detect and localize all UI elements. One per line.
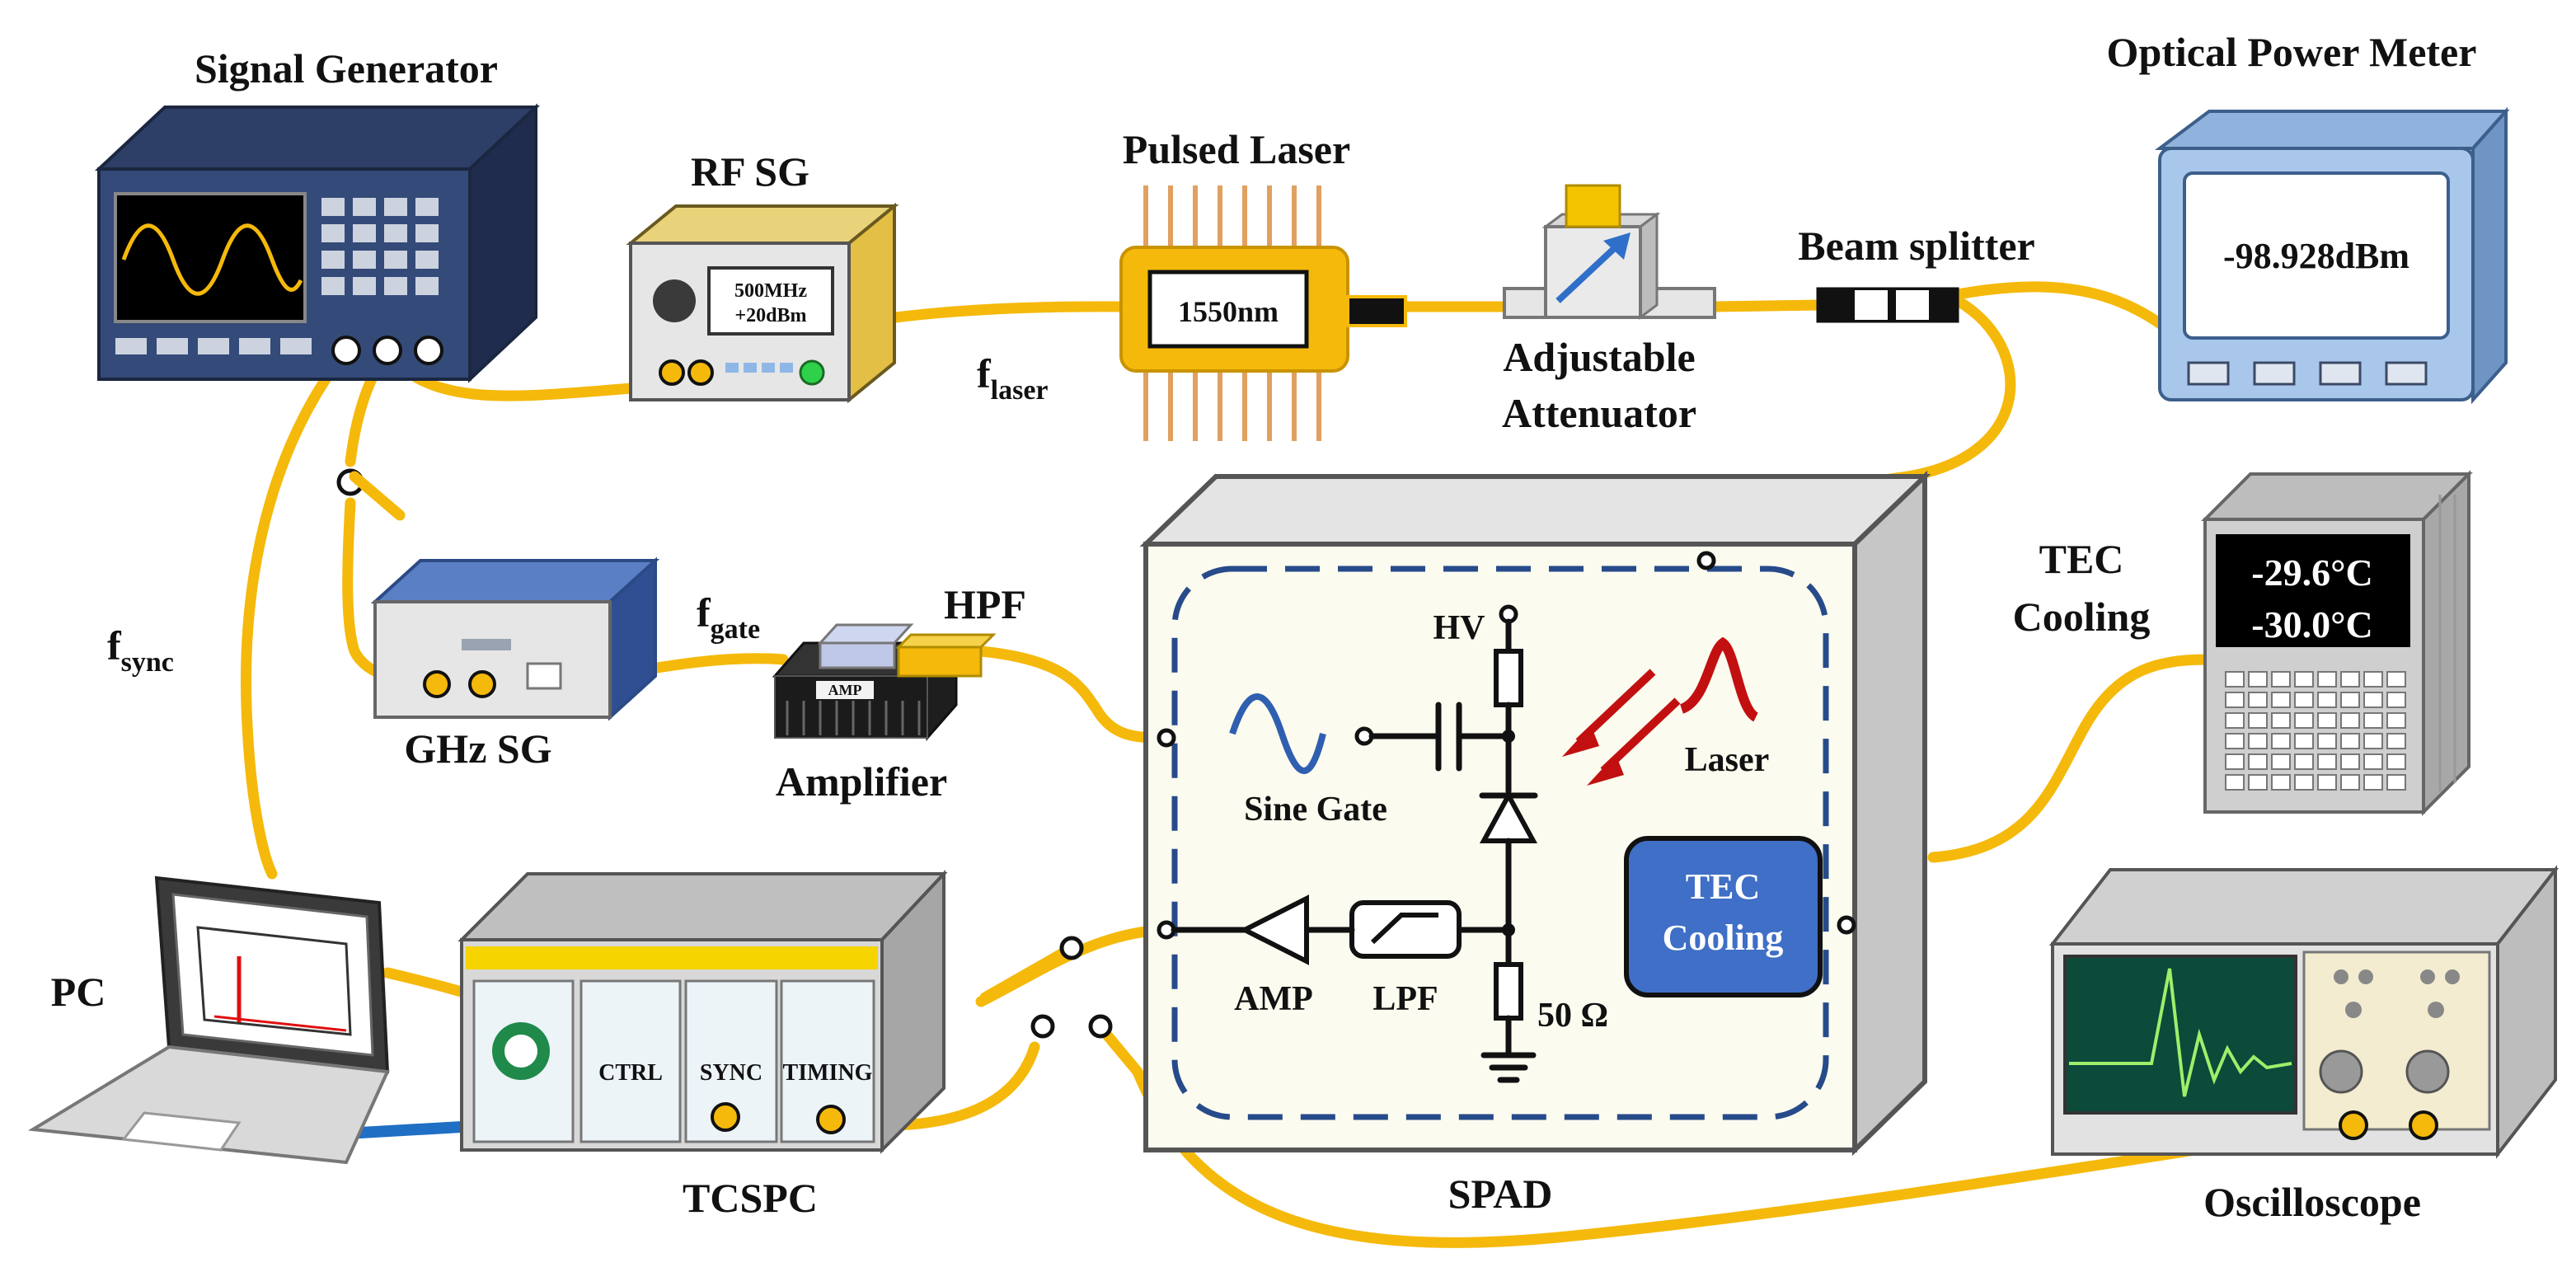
pc-label: PC <box>51 969 106 1015</box>
ground-icon <box>1480 1052 1537 1083</box>
lpf-label: LPF <box>1372 980 1438 1018</box>
rf-sg-power-readout: +20dBm <box>734 305 806 326</box>
amplifier-label: Amplifier <box>776 758 947 805</box>
f-sync-main: f <box>107 622 122 669</box>
spad-circuit <box>1171 604 1823 1083</box>
ghz-sg <box>370 556 660 721</box>
ctrl-label: CTRL <box>598 1060 663 1086</box>
f-sync-label: fsync <box>107 622 174 678</box>
cable-hpf-to-spad <box>975 645 1172 744</box>
beam-splitter-label: Beam splitter <box>1798 223 2034 269</box>
laser-pulse-icon <box>1679 636 1759 722</box>
hpf-label: HPF <box>944 581 1026 627</box>
hv-label: HV <box>1433 609 1485 647</box>
scope-trace <box>2069 968 2292 1097</box>
amp-label: AMP <box>1234 980 1313 1018</box>
optical-power-meter <box>2155 106 2510 405</box>
power-reading: -98.928dBm <box>2223 236 2409 276</box>
cable-tec-to-spad <box>1927 654 2215 863</box>
tcspc <box>457 869 948 1154</box>
resistor-50-label: 50 Ω <box>1537 997 1608 1035</box>
sine-gate-icon <box>1229 693 1326 774</box>
beam-splitter <box>1816 287 1959 323</box>
fiber-attenuator-to-splitter <box>1709 299 1828 312</box>
pc-laptop <box>27 875 390 1165</box>
output-switch <box>979 936 1113 1039</box>
oscilloscope-label: Oscilloscope <box>2203 1179 2421 1225</box>
f-laser-main: f <box>977 350 992 397</box>
f-sync-subscript: sync <box>121 647 174 678</box>
f-gate-subscript: gate <box>711 614 760 645</box>
amp-triangle-icon <box>1239 894 1309 965</box>
pulsed-laser-label: Pulsed Laser <box>1123 126 1350 172</box>
cable-scope-to-spad <box>1099 1026 2359 1248</box>
rf-sg-label: RF SG <box>691 148 809 195</box>
temp-readout-2: -30.0°C <box>2251 603 2372 645</box>
laser-wavelength-label: 1550nm <box>1178 295 1279 328</box>
attenuator-label: Attenuator <box>1502 390 1696 436</box>
cable-sg-to-pc <box>241 345 352 880</box>
adjustable-attenuator <box>1503 184 1716 320</box>
f-laser-subscript: laser <box>991 375 1049 406</box>
temp-readout-1: -29.6°C <box>2251 552 2372 594</box>
signal-generator <box>94 103 541 383</box>
sync-label: SYNC <box>700 1060 762 1086</box>
tec-cooling-label-line1: TEC <box>2039 536 2124 582</box>
amp-tag-label: AMP <box>828 682 862 698</box>
rf-sg <box>626 202 899 404</box>
ghz-sg-label: GHz SG <box>404 725 551 772</box>
rf-sg-frequency-readout: 500MHz <box>734 280 807 302</box>
sine-gate-label: Sine Gate <box>1244 791 1387 828</box>
sync-switch <box>336 468 406 521</box>
inner-tec-line2: Cooling <box>1663 918 1784 958</box>
f-gate-main: f <box>697 589 711 636</box>
tcspc-label: TCSPC <box>683 1175 818 1221</box>
timing-label: TIMING <box>783 1060 873 1086</box>
inner-tec-line1: TEC <box>1686 866 1760 907</box>
tec-cooling-unit <box>2201 470 2473 816</box>
adjustable-label: Adjustable <box>1503 334 1695 380</box>
laser-input-label: Laser <box>1685 741 1770 779</box>
pulsed-laser <box>1119 185 1407 441</box>
oscilloscope <box>2048 865 2560 1159</box>
hpf <box>895 633 997 678</box>
f-gate-label: fgate <box>697 589 760 645</box>
lpf-icon <box>1370 913 1438 945</box>
signal-generator-label: Signal Generator <box>195 45 498 92</box>
attenuator-arrow-icon <box>1555 241 1622 303</box>
tec-cooling-label-line2: Cooling <box>2013 594 2151 640</box>
sine-wave-icon <box>121 223 303 296</box>
optical-power-meter-label: Optical Power Meter <box>2107 29 2477 75</box>
spad-label: SPAD <box>1448 1171 1553 1217</box>
f-laser-label: flaser <box>977 350 1049 406</box>
